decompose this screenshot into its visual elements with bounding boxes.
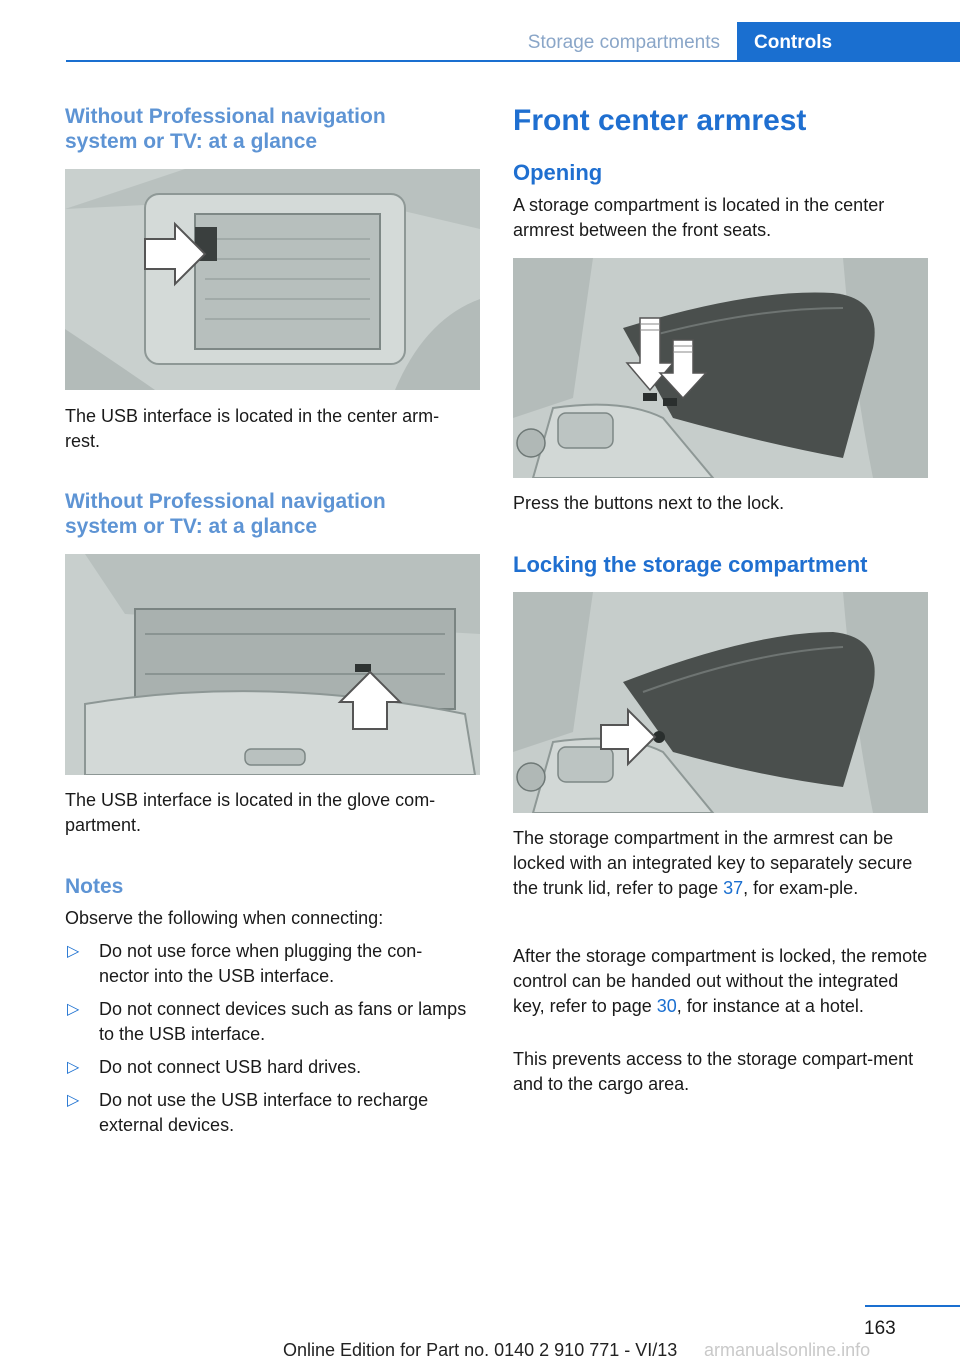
triangle-right-icon: ▷ — [67, 1001, 80, 1018]
buttons-caption: Press the buttons next to the lock. — [513, 493, 785, 513]
list-item: ▷ Do not connect USB hard drives. — [65, 1055, 470, 1080]
armrest-lock-figure — [513, 592, 928, 813]
watermark: armanualsonline.info — [704, 1340, 871, 1360]
usb-glovebox-heading: Without Professional navigation system o… — [65, 490, 386, 538]
opening-text: A storage compartment is located in the … — [513, 195, 885, 240]
usb-glovebox-caption: The USB interface is located in the glov… — [65, 790, 436, 835]
page-number: 163 — [864, 1318, 896, 1339]
triangle-right-icon: ▷ — [67, 1092, 80, 1109]
notes-heading: Notes — [65, 875, 124, 898]
armrest-buttons-figure — [513, 258, 928, 478]
triangle-right-icon: ▷ — [67, 1059, 80, 1076]
header-rule — [66, 60, 960, 62]
locking-paragraph-1: The storage compartment in the armrest c… — [513, 828, 913, 898]
usb-armrest-figure — [65, 169, 480, 390]
usb-glovebox-figure — [65, 554, 480, 775]
page-link-37[interactable]: 37 — [723, 878, 744, 898]
usb-armrest-caption: The USB interface is located in the cent… — [65, 406, 440, 451]
opening-heading: Opening — [513, 160, 603, 185]
locking-heading: Locking the storage compartment — [513, 552, 868, 577]
page-link-30[interactable]: 30 — [656, 996, 677, 1016]
list-item: ▷ Do not use the USB interface to rechar… — [67, 1090, 429, 1135]
notes-list: ▷ Do not use force when plugging the con… — [65, 939, 470, 1146]
notes-intro: Observe the following when connecting: — [65, 908, 384, 928]
header-section-title: Storage compartments — [527, 32, 720, 53]
list-item: ▷ Do not connect devices such as fans or… — [67, 999, 467, 1044]
triangle-right-icon: ▷ — [67, 943, 80, 960]
usb-armrest-heading: Without Professional navigation system o… — [65, 105, 386, 153]
edition-note: Online Edition for Part no. 0140 2 910 7… — [283, 1340, 678, 1360]
locking-paragraph-3: This prevents access to the storage comp… — [513, 1049, 914, 1094]
locking-paragraph-2: After the storage compartment is locked,… — [513, 946, 928, 1016]
page-title: Front center armrest — [513, 104, 807, 137]
list-item: ▷ Do not use force when plugging the con… — [67, 941, 423, 986]
header-chapter-tab: Controls — [737, 22, 960, 62]
footer-rule — [865, 1305, 960, 1307]
